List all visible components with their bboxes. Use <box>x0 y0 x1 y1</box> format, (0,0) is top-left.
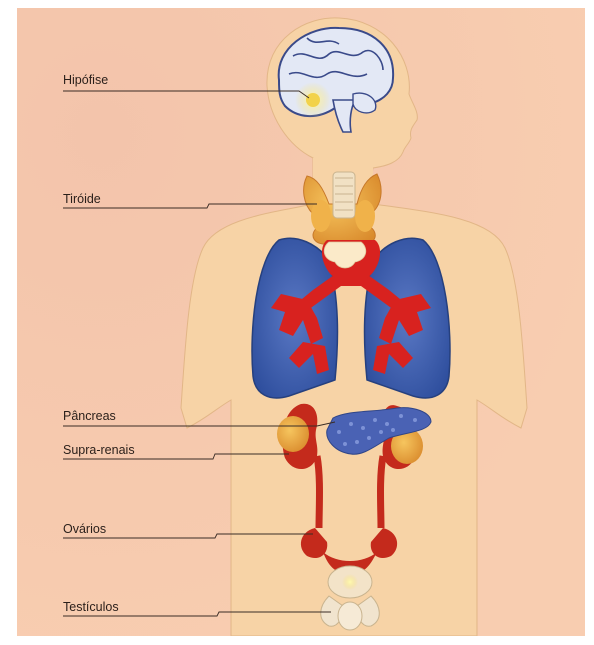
thyroid-gland <box>304 172 381 244</box>
label-tiroide: Tiróide <box>63 192 101 206</box>
anatomy-figure: Hipófise Tiróide Pâncreas Supra-renais O… <box>17 8 585 636</box>
label-supra-renais: Supra-renais <box>63 443 135 457</box>
label-pancreas: Pâncreas <box>63 409 116 423</box>
label-ovarios: Ovários <box>63 522 106 536</box>
label-testiculos: Testículos <box>63 600 119 614</box>
label-hipofise: Hipófise <box>63 73 108 87</box>
endocrine-diagram: Hipófise Tiróide Pâncreas Supra-renais O… <box>17 8 585 636</box>
pituitary-gland <box>295 82 331 118</box>
